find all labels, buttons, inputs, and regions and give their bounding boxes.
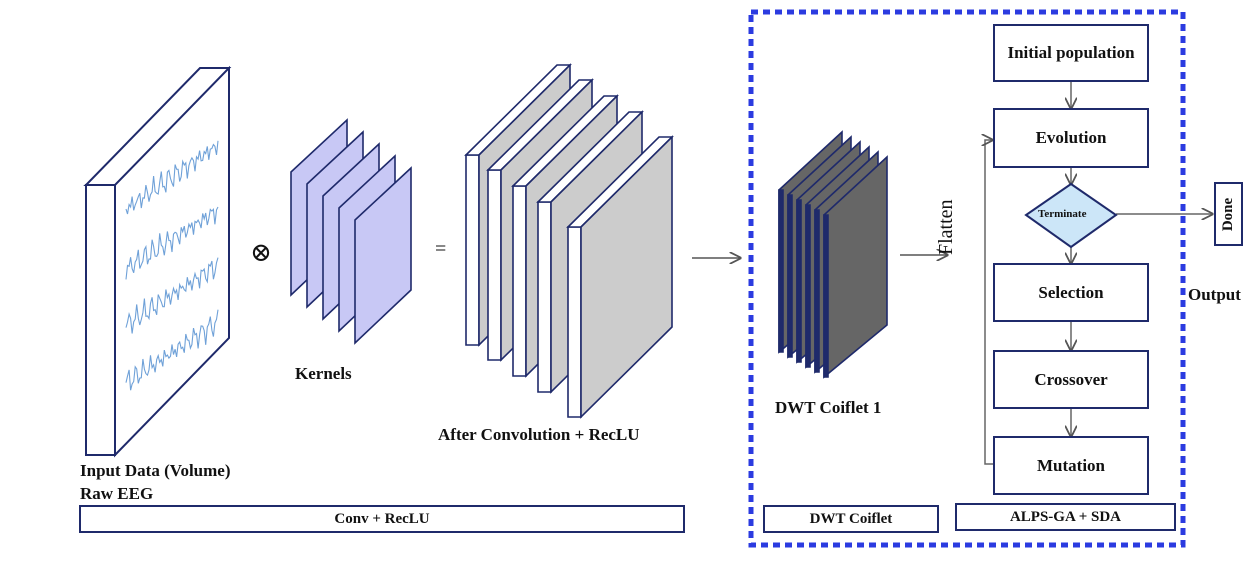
- eeg-waveform: [125, 140, 219, 215]
- feature-map-edge: [567, 226, 582, 418]
- terminate-label: Terminate: [1038, 208, 1087, 220]
- kernel-sheet: [354, 166, 412, 345]
- alps-ga-sda-box: ALPS-GA + SDA: [955, 503, 1176, 531]
- input-label-line2: Raw EEG: [80, 484, 154, 503]
- after-conv-label: After Convolution + RecLU: [438, 425, 640, 444]
- flatten-label: Flatten: [935, 199, 957, 255]
- dwt-stack: [778, 130, 888, 379]
- mutation-box: Mutation: [993, 436, 1149, 495]
- input-volume: [83, 65, 232, 458]
- dwt-sheet-edge: [823, 214, 829, 378]
- crossover-box: Crossover: [993, 350, 1149, 409]
- eeg-waveform: [125, 206, 219, 280]
- dwt-coiflet1-label: DWT Coiflet 1: [775, 398, 882, 417]
- kernels-stack: [290, 118, 412, 345]
- dwt-sheet-edge: [796, 199, 802, 363]
- kernels-label: Kernels: [295, 364, 352, 383]
- input-label-line1: Input Data (Volume): [80, 461, 231, 480]
- done-box: Done: [1214, 182, 1243, 246]
- initial-population-box: Initial population: [993, 24, 1149, 82]
- feature-map-edge: [537, 201, 552, 393]
- feature-map-edge: [465, 154, 480, 346]
- dwt-sheet-edge: [787, 194, 793, 358]
- feature-map-edge: [512, 185, 527, 377]
- equals-operator: =: [435, 238, 447, 260]
- terminate-diamond: [1024, 182, 1118, 249]
- output-label: Output: [1188, 285, 1241, 304]
- dwt-sheet-edge: [805, 204, 811, 368]
- dashed-region: [748, 9, 1186, 548]
- feature-map-edge: [487, 169, 502, 361]
- eeg-waveform: [125, 257, 219, 334]
- convolve-operator: ⊗: [250, 238, 272, 267]
- eeg-signals: [125, 140, 219, 391]
- dwt-coiflet-box: DWT Coiflet: [763, 505, 939, 533]
- evolution-box: Evolution: [993, 108, 1149, 168]
- dwt-sheet-edge: [778, 189, 784, 353]
- conv-reclu-box: Conv + RecLU: [79, 505, 685, 533]
- done-label: Done: [1220, 197, 1236, 231]
- feature-map-face: [580, 135, 673, 419]
- feature-maps-stack: [464, 63, 674, 419]
- eeg-waveform: [125, 309, 219, 391]
- selection-box: Selection: [993, 263, 1149, 322]
- dwt-sheet-edge: [814, 209, 820, 373]
